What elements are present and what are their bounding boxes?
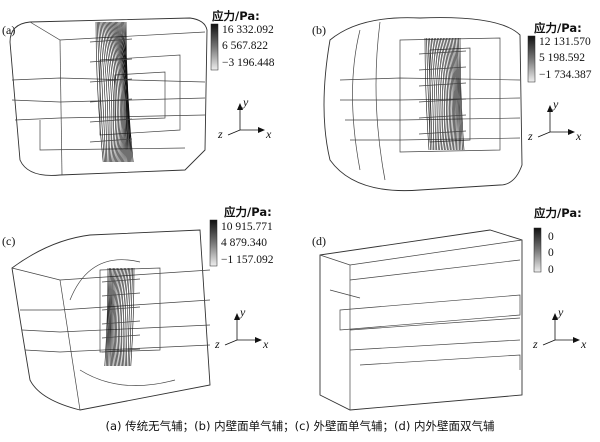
- panel-d-wireframe: [319, 229, 523, 411]
- figure-caption: (a) 传统无气辅；(b) 内壁面单气辅；(c) 外壁面单气辅；(d) 内外壁面…: [105, 419, 495, 433]
- panel-a-axes: y z x: [217, 95, 272, 141]
- panel-a-label: (a): [2, 23, 15, 37]
- legend-max-d: 0: [548, 231, 554, 243]
- panel-b-flow-lines: [418, 37, 467, 151]
- axis-y-a: y: [242, 95, 249, 109]
- axis-z-b: z: [527, 129, 533, 143]
- legend-mid-b: 5 198.592: [539, 52, 585, 64]
- legend-title-a: 应力/Pa:: [212, 9, 260, 23]
- panel-c-label: (c): [2, 234, 15, 248]
- panel-c-legend: 应力/Pa: 10 915.771 4 879.340 −1 157.092: [209, 205, 274, 267]
- panel-b: (b) 应力/Pa: 12 131.570 5 198.592 −1 734.3…: [312, 17, 592, 192]
- panel-b-axes: y z x: [527, 97, 582, 143]
- legend-max-c: 10 915.771: [221, 221, 273, 233]
- panel-d: (d) 应力/Pa: 0 0 0 y z x: [312, 206, 587, 411]
- panel-d-label: (d): [312, 234, 326, 248]
- legend-min-d: 0: [548, 264, 554, 276]
- panel-c: (c) 应力/Pa: 10 915.771 4 879.340 −1 157.0…: [2, 205, 274, 411]
- panel-c-axes: y z x: [214, 305, 269, 351]
- legend-min-a: −3 196.448: [222, 57, 275, 69]
- axis-z-d: z: [532, 337, 538, 351]
- figure: (a) 应力/Pa: 16 332.092 6 567.822 −3 196.4…: [2, 9, 592, 411]
- axis-x-d: x: [580, 337, 587, 351]
- legend-mid-d: 0: [548, 247, 554, 259]
- panel-c-flow-lines: [101, 267, 141, 367]
- panel-b-legend: 应力/Pa: 12 131.570 5 198.592 −1 734.387: [527, 21, 592, 83]
- legend-min-c: −1 157.092: [221, 254, 274, 266]
- axis-x-c: x: [262, 337, 269, 351]
- legend-title-d: 应力/Pa:: [534, 206, 582, 220]
- axis-y-b: y: [552, 97, 559, 111]
- panel-d-axes: y z x: [532, 305, 587, 351]
- legend-max-a: 16 332.092: [222, 24, 274, 36]
- legend-min-b: −1 734.387: [539, 69, 592, 81]
- legend-title-c: 应力/Pa:: [224, 205, 272, 219]
- panel-a: (a) 应力/Pa: 16 332.092 6 567.822 −3 196.4…: [2, 9, 275, 176]
- panel-a-legend: 应力/Pa: 16 332.092 6 567.822 −3 196.448: [210, 9, 275, 71]
- panel-b-label: (b): [312, 23, 326, 37]
- axis-x-a: x: [265, 127, 272, 141]
- legend-title-b: 应力/Pa:: [534, 21, 582, 35]
- axis-y-c: y: [239, 305, 246, 319]
- panel-d-legend: 应力/Pa: 0 0 0: [533, 206, 582, 276]
- axis-z-a: z: [217, 127, 223, 141]
- legend-mid-a: 6 567.822: [222, 40, 268, 52]
- panel-a-wireframe: [9, 17, 208, 176]
- axis-y-d: y: [557, 305, 564, 319]
- legend-max-b: 12 131.570: [539, 36, 591, 48]
- axis-x-b: x: [575, 129, 582, 143]
- legend-mid-c: 4 879.340: [221, 237, 267, 249]
- panel-b-wireframe: [323, 17, 523, 192]
- axis-z-c: z: [214, 337, 220, 351]
- panel-c-wireframe: [11, 229, 211, 411]
- panel-a-flow-lines: [89, 21, 134, 163]
